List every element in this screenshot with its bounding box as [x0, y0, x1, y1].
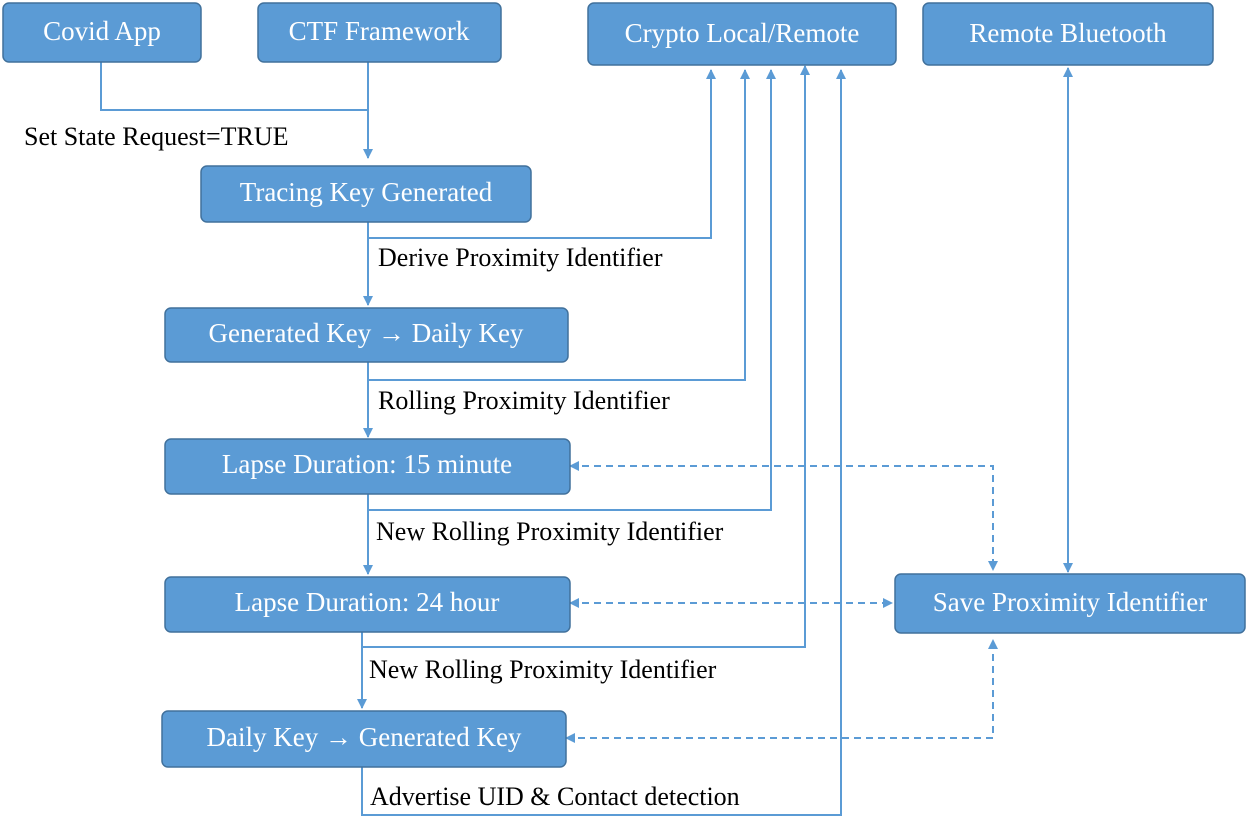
node-covid-app: Covid App [2, 2, 202, 63]
node-lapse-15: Lapse Duration: 15 minute [164, 438, 571, 495]
node-generated-to-daily: Generated Key → Daily Key [164, 307, 569, 363]
node-save-proximity-label: Save Proximity Identifier [933, 587, 1207, 617]
label-set-state: Set State Request=TRUE [24, 122, 289, 151]
edge-rolling-to-crypto [368, 69, 750, 381]
label-rolling: Rolling Proximity Identifier [378, 386, 670, 415]
node-tracing-key: Tracing Key Generated [200, 165, 532, 223]
node-generated-to-daily-label: Generated Key → Daily Key [209, 318, 524, 348]
node-save-proximity: Save Proximity Identifier [894, 573, 1246, 634]
label-new-rolling-1: New Rolling Proximity Identifier [376, 517, 724, 546]
node-lapse-15-label: Lapse Duration: 15 minute [222, 449, 512, 479]
node-ctf-framework-label: CTF Framework [289, 16, 470, 46]
node-crypto: Crypto Local/Remote [587, 2, 897, 66]
dashed-connectors [565, 461, 998, 743]
node-crypto-label: Crypto Local/Remote [625, 18, 860, 48]
edge-covid-to-tracing [100, 62, 368, 111]
node-daily-to-generated: Daily Key → Generated Key [161, 710, 567, 768]
edge-lapse15-save [569, 461, 998, 571]
node-tracing-key-label: Tracing Key Generated [240, 177, 493, 207]
node-remote-bluetooth-label: Remote Bluetooth [969, 18, 1167, 48]
edge-daily-gen-save [565, 639, 998, 743]
node-lapse-24-label: Lapse Duration: 24 hour [235, 587, 500, 617]
label-advertise: Advertise UID & Contact detection [370, 782, 740, 811]
node-remote-bluetooth: Remote Bluetooth [922, 2, 1214, 66]
label-new-rolling-2: New Rolling Proximity Identifier [369, 655, 717, 684]
edge-advertise-to-crypto [361, 69, 846, 816]
node-covid-app-label: Covid App [43, 16, 161, 46]
node-daily-to-generated-label: Daily Key → Generated Key [207, 722, 522, 752]
edge-derive-to-crypto [368, 69, 716, 239]
label-derive: Derive Proximity Identifier [378, 243, 663, 272]
node-lapse-24: Lapse Duration: 24 hour [164, 576, 571, 633]
node-ctf-framework: CTF Framework [257, 2, 502, 63]
